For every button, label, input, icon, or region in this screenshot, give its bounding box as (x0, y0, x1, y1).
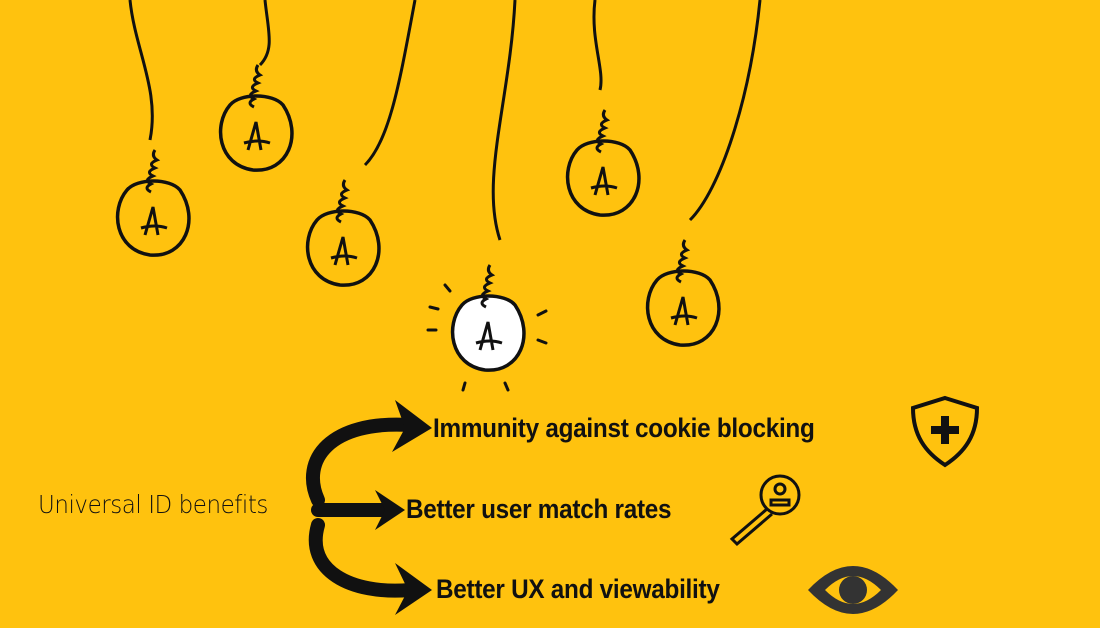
bulb (305, 178, 381, 287)
benefit-match-rates: Better user match rates (406, 494, 672, 524)
cord (128, 0, 154, 141)
arrow-head (395, 563, 432, 615)
arrow-head (375, 490, 405, 530)
diagram-title: Universal ID benefits (38, 490, 268, 519)
benefit-cookie-blocking: Immunity against cookie blocking (433, 413, 815, 443)
cord (258, 0, 271, 67)
cord (363, 0, 417, 167)
cord (688, 0, 762, 222)
shield-plus-icon (910, 395, 980, 468)
bulb (115, 148, 191, 257)
bulb (645, 238, 721, 347)
benefit-ux-viewability: Better UX and viewability (436, 574, 720, 604)
bulb (565, 108, 641, 217)
user-search-icon (729, 474, 801, 547)
eye-icon (808, 566, 898, 614)
cord (491, 0, 517, 241)
cord (592, 0, 603, 91)
lit-bulb (426, 263, 548, 392)
arrows (306, 417, 417, 598)
arrow-head (392, 400, 432, 452)
bulb (218, 63, 294, 172)
